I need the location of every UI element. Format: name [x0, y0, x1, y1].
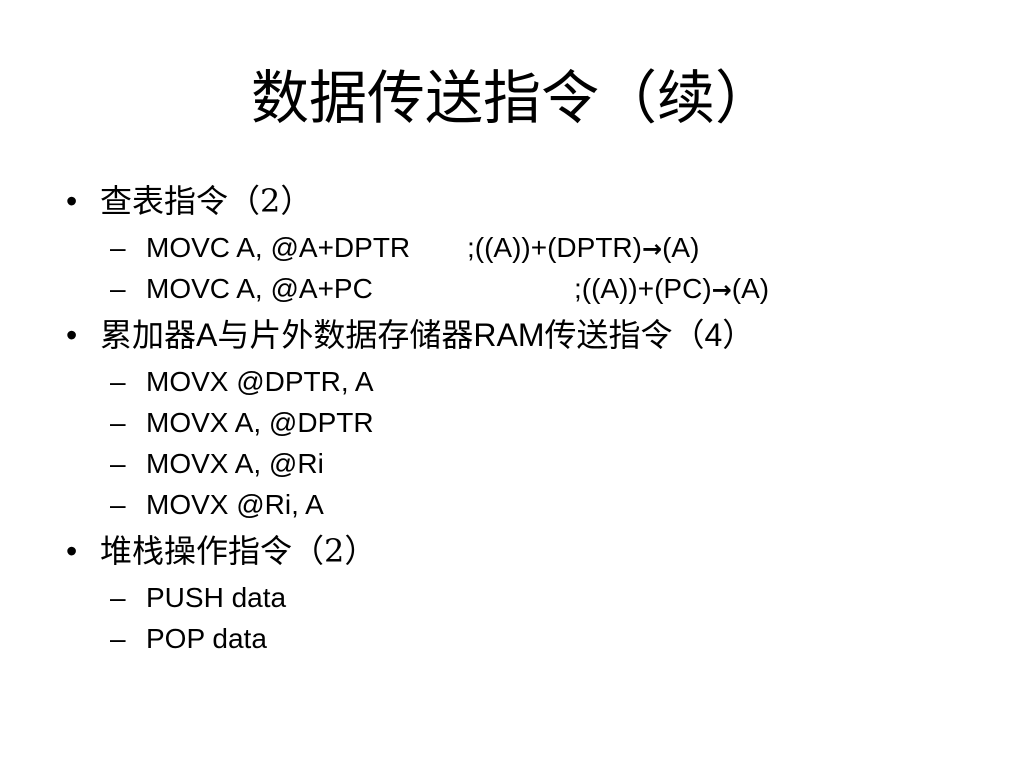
sub-bullet-movx-3: – MOVX A, @Ri	[66, 443, 996, 484]
heading-part: 与片外数据存储器	[217, 316, 474, 354]
heading-part: RAM	[473, 317, 545, 353]
sub-bullet-movx-4: – MOVX @Ri, A	[66, 484, 996, 525]
bullet-dash: –	[110, 582, 126, 613]
heading-part: 传送指令（	[544, 316, 705, 354]
bullet-dash: –	[110, 623, 126, 654]
comment-pre: ;((A))+(PC)	[574, 273, 712, 304]
slide-body: • 查表指令（2） – MOVC A, @A+DPTR ;((A))+(DPTR…	[66, 175, 996, 659]
instr-text: MOVX A, @Ri	[146, 448, 324, 479]
bullet-lookup-instructions: • 查表指令（2）	[66, 175, 996, 227]
heading-part: ）	[722, 316, 755, 354]
instr-text: MOVC A, @A+PC	[146, 273, 373, 304]
heading-stack: 堆栈操作指令（2）	[100, 532, 377, 570]
right-arrow-icon: →	[711, 276, 732, 304]
bullet-dash: –	[110, 489, 126, 520]
comment-post: (A)	[662, 232, 700, 263]
bullet-dash: –	[110, 366, 126, 397]
instr-text: POP data	[146, 623, 267, 654]
instr-text: MOVC A, @A+DPTR	[146, 232, 411, 263]
slide-title: 数据传送指令（续）	[250, 64, 773, 132]
instr-comment: ;((A))+(DPTR)→(A)	[467, 227, 699, 270]
heading-part: A	[196, 317, 218, 353]
instr-comment: ;((A))+(PC)→(A)	[574, 268, 769, 311]
sub-bullet-pop: – POP data	[66, 618, 996, 659]
bullet-dot: •	[66, 533, 78, 569]
bullet-dot: •	[66, 183, 78, 219]
instr-text: MOVX A, @DPTR	[146, 407, 374, 438]
instr-text: MOVX @Ri, A	[146, 489, 324, 520]
instr-text: MOVX @DPTR, A	[146, 366, 374, 397]
heading-external-ram: 累加器A与片外数据存储器RAM传送指令（4）	[100, 309, 754, 361]
bullet-dash: –	[110, 407, 126, 438]
comment-post: (A)	[731, 273, 770, 304]
instr-text: PUSH data	[146, 582, 287, 613]
heading-lookup: 查表指令（2）	[100, 182, 313, 220]
bullet-external-ram-transfer: • 累加器A与片外数据存储器RAM传送指令（4）	[66, 309, 996, 361]
heading-part: 4	[704, 317, 723, 353]
sub-bullet-movc-dptr: – MOVC A, @A+DPTR ;((A))+(DPTR)→(A)	[66, 227, 996, 268]
heading-part: 累加器	[100, 316, 197, 354]
bullet-dash: –	[110, 448, 126, 479]
right-arrow-icon: →	[641, 235, 663, 263]
sub-bullet-movx-2: – MOVX A, @DPTR	[66, 402, 996, 443]
bullet-dash: –	[110, 232, 126, 263]
sub-bullet-push: – PUSH data	[66, 577, 996, 618]
comment-pre: ;((A))+(DPTR)	[467, 232, 642, 263]
bullet-stack-operations: • 堆栈操作指令（2）	[66, 525, 996, 577]
sub-bullet-movc-pc: – MOVC A, @A+PC ;((A))+(PC)→(A)	[66, 268, 996, 309]
bullet-dot: •	[66, 317, 78, 353]
bullet-dash: –	[110, 273, 126, 304]
sub-bullet-movx-1: – MOVX @DPTR, A	[66, 361, 996, 402]
